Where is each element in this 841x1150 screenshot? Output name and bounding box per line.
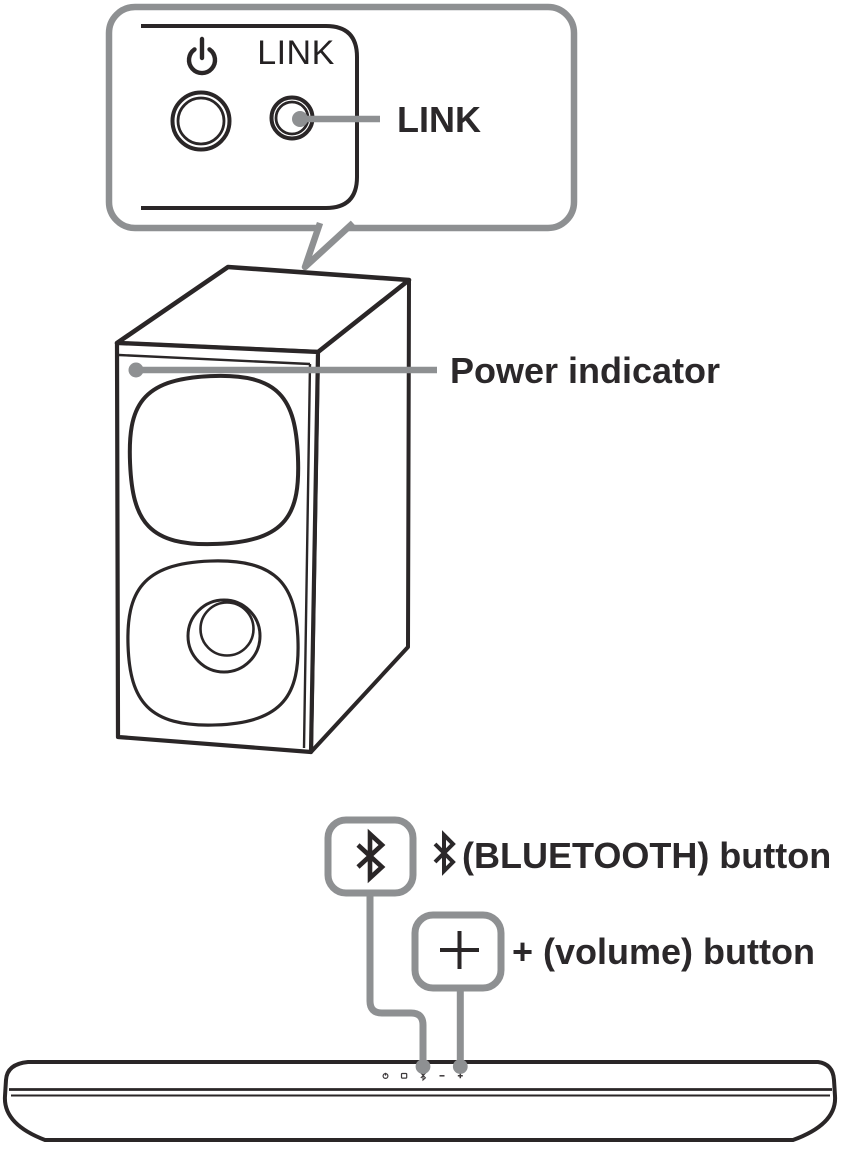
soundbar-illustration xyxy=(2,1060,838,1142)
subwoofer-illustration xyxy=(114,264,412,755)
bluetooth-label-icon xyxy=(433,830,456,876)
volume-connector-dot xyxy=(452,1059,468,1074)
bluetooth-connector-line xyxy=(366,892,427,1062)
power-indicator-callout: Power indicator xyxy=(128,350,720,391)
power-indicator-label: Power indicator xyxy=(450,350,720,391)
soundbar-body xyxy=(2,1060,838,1142)
mini-bluetooth-icon xyxy=(420,1069,427,1082)
subwoofer-right-face xyxy=(309,278,411,754)
subwoofer-speaker-opening xyxy=(127,373,301,547)
rear-panel-callout: LINK LINK xyxy=(105,3,578,271)
callout-connectors xyxy=(366,892,468,1074)
bluetooth-icon xyxy=(356,828,386,884)
bass-port-outer xyxy=(186,598,262,674)
subwoofer-front-face xyxy=(114,340,321,755)
subwoofer-woofer-surround xyxy=(126,559,300,727)
bluetooth-button-label: (BLUETOOTH) button xyxy=(462,835,831,876)
bluetooth-connector-dot xyxy=(415,1059,431,1074)
mini-plus-icon xyxy=(457,1073,463,1079)
plus-icon xyxy=(440,931,479,969)
bluetooth-button-callout: (BLUETOOTH) button xyxy=(324,816,831,897)
panel-link-text: LINK xyxy=(257,34,335,72)
volume-button-label: + (volume) button xyxy=(512,931,815,972)
power-button-illustration xyxy=(170,90,232,152)
callout-tail xyxy=(301,220,356,271)
bass-port-inner xyxy=(199,601,255,657)
baffle-side-line xyxy=(302,363,312,749)
mini-input-icon xyxy=(400,1072,408,1079)
volume-button-callout: + (volume) button xyxy=(411,911,815,992)
baffle-top-line xyxy=(118,353,311,366)
link-label: LINK xyxy=(397,99,481,140)
power-indicator-dot xyxy=(128,362,144,378)
mini-power-icon xyxy=(382,1072,389,1079)
soundbar-top-buttons xyxy=(382,1069,463,1082)
power-standby-icon xyxy=(186,36,218,76)
